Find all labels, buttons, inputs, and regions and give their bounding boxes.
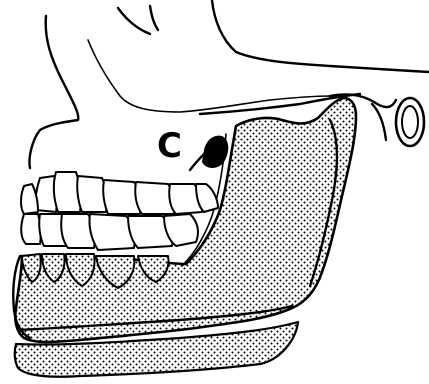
label-c: C [157, 129, 182, 163]
skull-outline [29, 0, 429, 168]
lower-teeth-crowns [21, 214, 198, 250]
upper-teeth [21, 172, 218, 214]
